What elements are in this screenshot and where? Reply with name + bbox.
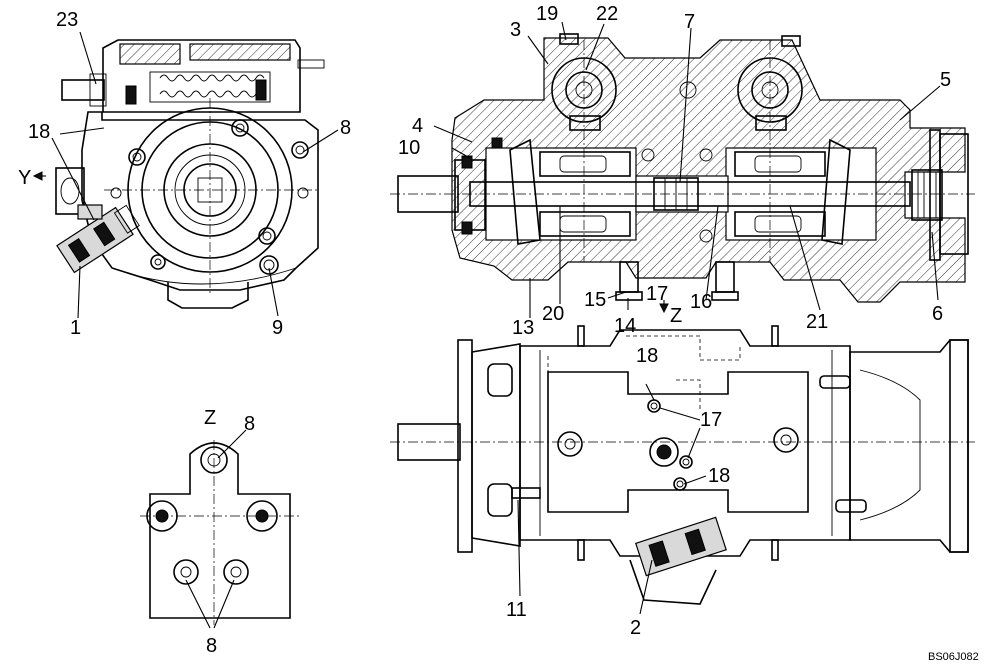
callout-22: 22 xyxy=(596,3,618,25)
callout-13: 13 xyxy=(512,317,534,339)
leader-lines xyxy=(32,21,941,629)
callout-10: 10 xyxy=(398,137,420,159)
callout-19: 19 xyxy=(536,3,558,25)
callout-20: 20 xyxy=(542,303,564,325)
section-view xyxy=(390,33,975,303)
callout-11: 11 xyxy=(506,599,527,621)
callout-labels: 23 18 8 Y 1 9 3 19 22 7 5 4 10 6 13 20 1… xyxy=(18,3,979,663)
callout-4: 4 xyxy=(412,115,423,137)
callout-18-side-top: 18 xyxy=(636,345,658,367)
drawing-reference-code: BS06J082 xyxy=(928,651,979,663)
callout-2: 2 xyxy=(630,617,641,639)
callout-21: 21 xyxy=(806,311,828,333)
view-z-marker-detail: Z xyxy=(204,407,216,429)
view-z xyxy=(140,440,300,625)
callout-9: 9 xyxy=(272,317,283,339)
callout-3: 3 xyxy=(510,19,521,41)
callout-18-side-bottom: 18 xyxy=(708,465,730,487)
callout-16: 16 xyxy=(690,291,712,313)
callout-23: 23 xyxy=(56,9,78,31)
callout-8-detail-top: 8 xyxy=(244,413,255,435)
callout-14: 14 xyxy=(614,315,636,337)
callout-15: 15 xyxy=(584,289,606,311)
side-view xyxy=(390,325,975,605)
callout-17-section: 17 xyxy=(646,283,668,305)
view-y-marker: Y xyxy=(18,167,31,189)
callout-6: 6 xyxy=(932,303,943,325)
callout-17-side: 17 xyxy=(700,409,722,431)
callout-5: 5 xyxy=(940,69,951,91)
callout-8-detail-bottom: 8 xyxy=(206,635,217,657)
view-z-marker-top: Z xyxy=(670,305,682,327)
callout-1: 1 xyxy=(70,317,81,339)
callout-7: 7 xyxy=(684,11,695,33)
callout-8-end-view: 8 xyxy=(340,117,351,139)
end-view xyxy=(55,39,325,309)
callout-18-end-view: 18 xyxy=(28,121,50,143)
